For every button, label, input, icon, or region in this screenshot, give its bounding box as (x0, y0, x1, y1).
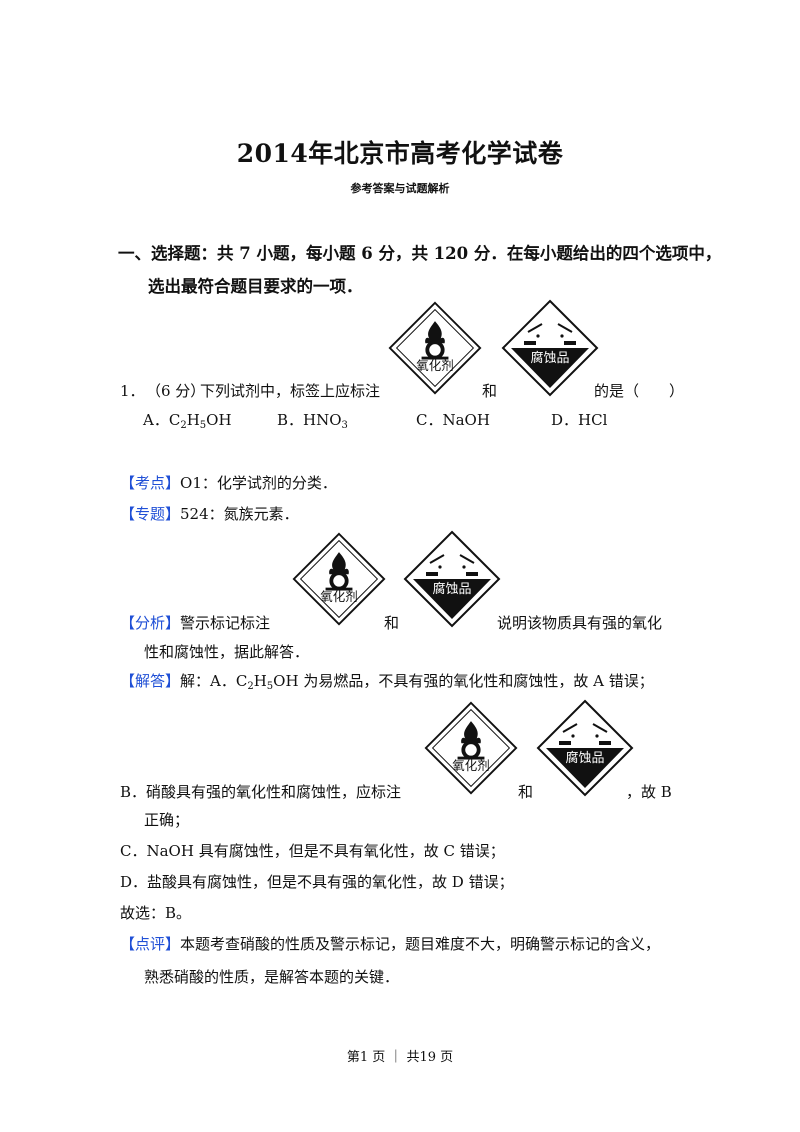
c-line: C．NaOH 具有腐蚀性，但是不具有氧化性，故 C 错误； (120, 842, 505, 860)
dianping-line1: 【点评】本题考查硝酸的性质及警示标记，题目难度不大，明确警示标记的含义， (120, 935, 661, 953)
option-a[interactable]: A．C2H5OH (143, 411, 232, 431)
kaodian-tag: 【考点】 (120, 474, 181, 492)
question-number: 1． (120, 382, 145, 400)
corrosive-sign-label: 腐蚀品 (530, 351, 569, 366)
b-line-c: 正确； (144, 811, 190, 829)
page-subtitle: 参考答案与试题解析 (350, 182, 450, 195)
zhuanti-tag: 【专题】 (120, 505, 181, 523)
oxidizer-sign-label: 氧化剂 (416, 358, 453, 373)
jieda-line: 【解答】解：A．C2H5OH 为易燃品，不具有强的氧化性和腐蚀性，故 A 错误； (120, 672, 654, 692)
option-d[interactable]: D．HCl (551, 411, 608, 429)
oxidizer-sign-icon: 氧化剂 (387, 300, 483, 396)
svg-text:腐蚀品: 腐蚀品 (432, 582, 471, 597)
b-line-and: 和 (518, 783, 534, 801)
question-and: 和 (482, 382, 498, 400)
jieda-tag: 【解答】 (120, 672, 181, 690)
option-c[interactable]: C．NaOH (416, 411, 490, 429)
oxidizer-sign-icon: 氧化剂 (423, 700, 519, 796)
fenxi-line1: 【分析】警示标记标注 (120, 614, 271, 632)
question-points: （6 分） (146, 382, 206, 400)
question-stem-b: 的是（ ） (594, 382, 685, 400)
page-title: 2014年北京市高考化学试卷 (236, 139, 564, 168)
dianping-line2: 熟悉硝酸的性质，是解答本题的关键． (144, 968, 400, 986)
kaodian-line: 【考点】O1：化学试剂的分类． (120, 474, 337, 492)
corrosive-sign-icon: 腐蚀品 (404, 531, 500, 627)
b-line-a: B．硝酸具有强的氧化性和腐蚀性，应标注 (120, 783, 402, 801)
svg-text:腐蚀品: 腐蚀品 (565, 751, 604, 766)
b-line-b: ，故 B (626, 783, 672, 801)
section-heading-line1: 一、选择题：共 7 小题，每小题 6 分，共 120 分．在每小题给出的四个选项… (118, 244, 722, 263)
answer-line: 故选：B。 (120, 904, 192, 922)
dianping-tag: 【点评】 (120, 935, 181, 953)
fenxi-text-b: 说明该物质具有强的氧化 (497, 614, 663, 632)
question-stem-a: 下列试剂中，标签上应标注 (200, 382, 381, 400)
option-b[interactable]: B．HNO3 (277, 411, 348, 431)
section-heading-line2: 选出最符合题目要求的一项． (148, 277, 363, 296)
corrosive-sign-icon: 腐蚀品 (502, 300, 598, 396)
d-line: D．盐酸具有腐蚀性，但是不具有强的氧化性，故 D 错误； (120, 873, 514, 891)
fenxi-tag: 【分析】 (120, 614, 181, 632)
oxidizer-sign-icon: 氧化剂 (291, 531, 387, 627)
page-footer: 第1 页 ｜ 共19 页 (346, 1050, 454, 1065)
corrosive-sign-icon: 腐蚀品 (537, 700, 633, 796)
fenxi-and: 和 (384, 614, 400, 632)
svg-text:氧化剂: 氧化剂 (320, 589, 357, 604)
zhuanti-line: 【专题】524：氮族元素． (120, 505, 299, 523)
svg-text:氧化剂: 氧化剂 (452, 758, 489, 773)
fenxi-line2: 性和腐蚀性，据此解答． (144, 643, 310, 661)
